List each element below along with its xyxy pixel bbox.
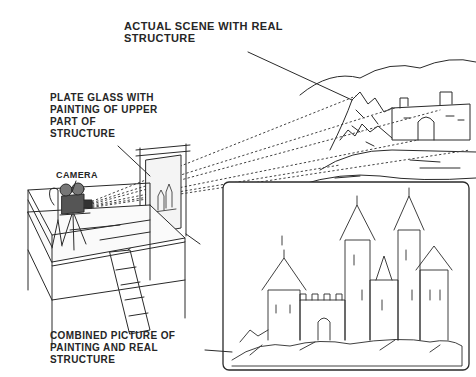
platform bbox=[28, 183, 185, 345]
real-scene bbox=[300, 60, 476, 95]
leader-lines bbox=[205, 350, 232, 352]
glass-painting bbox=[158, 190, 164, 210]
combined-castle bbox=[398, 230, 420, 340]
camera bbox=[62, 194, 84, 214]
combined-castle bbox=[370, 280, 398, 340]
glass-painting bbox=[154, 184, 176, 212]
combined-castle bbox=[268, 290, 300, 340]
combined-castle bbox=[282, 236, 284, 258]
camera bbox=[60, 184, 72, 196]
combined-castle bbox=[276, 250, 440, 313]
combined-picture-frame bbox=[223, 182, 469, 370]
glass-frame bbox=[136, 151, 190, 156]
scene-label: ACTUAL SCENE WITH REAL STRUCTURE bbox=[124, 20, 299, 44]
camera bbox=[50, 188, 63, 248]
real-scene bbox=[340, 124, 392, 140]
real-scene bbox=[392, 104, 470, 140]
platform bbox=[28, 190, 52, 247]
combined-castle bbox=[345, 240, 370, 340]
platform bbox=[28, 183, 150, 212]
combined-castle bbox=[240, 330, 268, 342]
camera bbox=[84, 200, 92, 208]
camera bbox=[62, 214, 86, 250]
real-scene bbox=[352, 110, 378, 146]
camera-label: CAMERA bbox=[56, 169, 116, 181]
platform bbox=[110, 250, 150, 334]
camera bbox=[72, 183, 84, 195]
platform bbox=[52, 220, 150, 262]
real-scene bbox=[404, 116, 464, 120]
combined-castle bbox=[357, 188, 409, 205]
combined-castle bbox=[340, 205, 375, 240]
combined-castle bbox=[250, 340, 440, 355]
real-scene bbox=[400, 98, 408, 108]
glass-painting bbox=[166, 184, 172, 208]
combined-castle bbox=[300, 300, 345, 340]
combined-picture-frame bbox=[223, 182, 469, 370]
leader-lines bbox=[72, 181, 76, 192]
leader-lines bbox=[118, 146, 150, 176]
platform bbox=[116, 267, 148, 316]
combined-castle bbox=[262, 258, 306, 290]
combined-picture-label: COMBINED PICTURE OF PAINTING AND REAL ST… bbox=[50, 330, 202, 366]
glass-shot-illustration bbox=[28, 52, 476, 370]
real-scene bbox=[418, 117, 434, 140]
glass-label: PLATE GLASS WITH PAINTING OF UPPER PART … bbox=[50, 92, 162, 140]
combined-castle bbox=[420, 270, 448, 340]
glass-frame bbox=[136, 145, 190, 150]
platform bbox=[52, 238, 185, 266]
combined-castle bbox=[318, 318, 330, 340]
combined-castle bbox=[300, 294, 342, 300]
combined-castle bbox=[394, 196, 424, 230]
real-scene bbox=[440, 92, 452, 105]
leader-lines bbox=[248, 52, 352, 100]
real-scene bbox=[300, 60, 476, 185]
real-scene bbox=[330, 92, 392, 150]
combined-castle bbox=[416, 246, 452, 270]
platform bbox=[28, 205, 185, 345]
camera bbox=[50, 183, 93, 250]
real-scene bbox=[335, 160, 460, 178]
combined-castle bbox=[232, 188, 462, 366]
combined-castle bbox=[232, 339, 462, 366]
combined-castle bbox=[376, 256, 392, 280]
